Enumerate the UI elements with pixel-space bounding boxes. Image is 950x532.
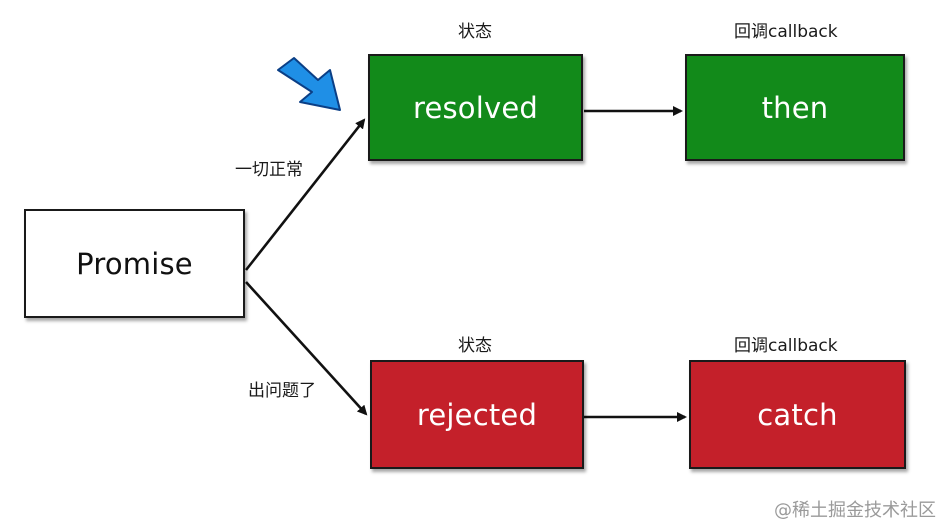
rejected-node-label: rejected <box>416 397 538 432</box>
edge-label-failure: 出问题了 <box>248 381 316 401</box>
callback-label-top: 回调callback <box>734 22 838 42</box>
resolved-node-label: resolved <box>412 90 539 125</box>
then-node-label: then <box>761 90 829 125</box>
state-label-top: 状态 <box>458 22 492 42</box>
cursor-arrow-icon <box>277 57 341 111</box>
arrow-promise-to-resolved <box>244 118 366 271</box>
edge-label-success: 一切正常 <box>235 160 303 180</box>
catch-node-label: catch <box>757 397 838 432</box>
catch-node: catch <box>689 360 906 469</box>
promise-node-label: Promise <box>76 246 193 281</box>
watermark: @稀土掘金技术社区 <box>774 500 936 521</box>
rejected-node: rejected <box>370 360 584 469</box>
state-label-bottom: 状态 <box>458 336 492 356</box>
resolved-node: resolved <box>368 54 583 161</box>
callback-label-bottom: 回调callback <box>734 336 838 356</box>
promise-node: Promise <box>24 209 245 318</box>
then-node: then <box>685 54 905 161</box>
arrow-promise-to-rejected <box>245 281 368 416</box>
